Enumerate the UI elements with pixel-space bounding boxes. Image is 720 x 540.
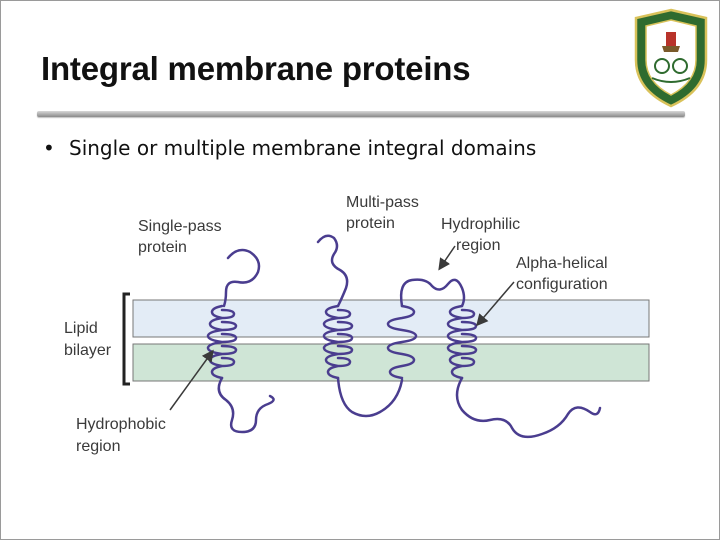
label-hydrophobic: Hydrophobic xyxy=(76,416,166,433)
bilayer-bracket xyxy=(122,292,130,386)
university-seal-icon xyxy=(634,8,708,108)
hydrophobic-arrow xyxy=(169,349,214,411)
bullet-marker: • xyxy=(43,136,55,160)
label-multi-pass: Multi-pass xyxy=(346,194,419,211)
label-hydrophilic-region: region xyxy=(456,237,500,254)
single-pass-protein xyxy=(206,248,275,434)
label-alpha-configuration: configuration xyxy=(516,276,608,293)
multi-pass-protein xyxy=(316,234,602,439)
bullet-text: Single or multiple membrane integral dom… xyxy=(69,136,537,160)
slide-title: Integral membrane proteins xyxy=(41,50,471,87)
label-hydrophobic-region: region xyxy=(76,438,120,455)
label-single-pass-protein: protein xyxy=(138,239,187,256)
label-hydrophilic: Hydrophilic xyxy=(441,216,520,233)
label-alpha-helical: Alpha-helical xyxy=(516,255,608,272)
bullet-item: • Single or multiple membrane integral do… xyxy=(43,136,536,160)
upper-leaflet xyxy=(132,299,650,338)
label-single-pass: Single-pass xyxy=(138,218,222,235)
alpha-helical-arrow xyxy=(476,281,515,327)
label-multi-pass-protein: protein xyxy=(346,215,395,232)
label-lipid: Lipid xyxy=(64,320,98,337)
title-divider xyxy=(37,111,685,117)
label-bilayer: bilayer xyxy=(64,342,112,359)
membrane-protein-diagram: Single-pass protein Multi-pass protein H… xyxy=(64,194,650,455)
hydrophilic-arrow xyxy=(438,245,456,271)
